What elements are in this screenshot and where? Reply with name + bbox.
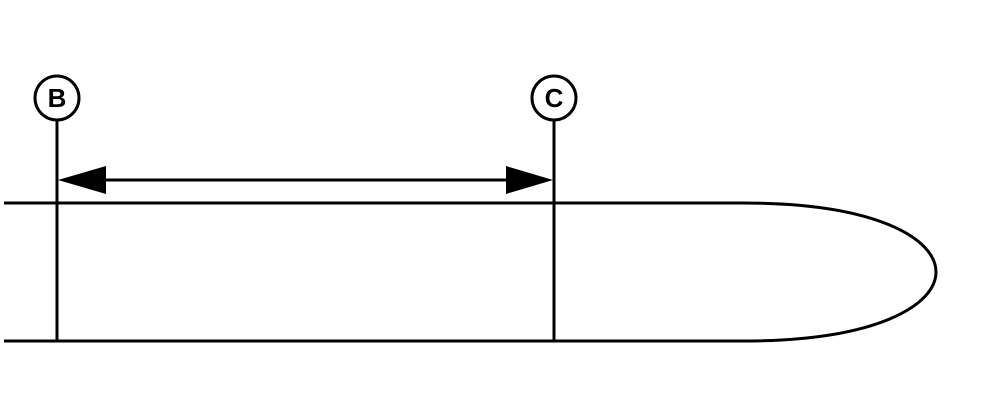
tube-rounded-end <box>741 201 938 343</box>
arrowhead-left <box>58 166 106 194</box>
marker-circle-c <box>530 74 578 122</box>
marker-label-b: B <box>48 83 67 113</box>
marker-circle-b <box>33 74 81 122</box>
reference-marker-c: C <box>530 74 578 341</box>
marker-label-c: C <box>545 83 564 113</box>
tube-outline <box>4 201 938 343</box>
arrowhead-right <box>506 166 553 194</box>
reference-marker-b: B <box>33 74 81 341</box>
dimension-arrow <box>58 166 553 194</box>
